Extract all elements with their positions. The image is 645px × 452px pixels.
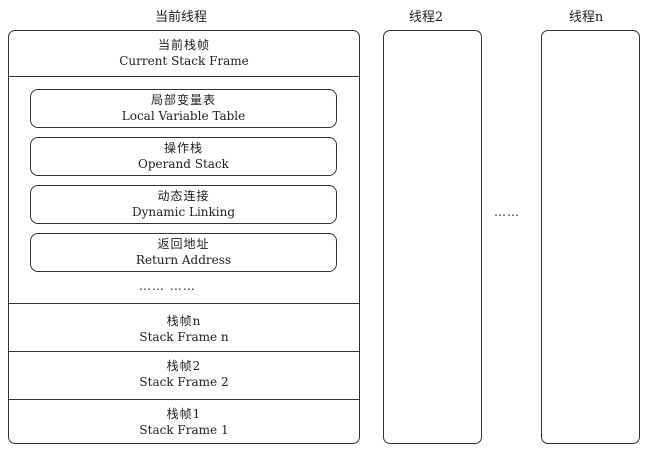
threadn-stack: [541, 30, 640, 444]
operand-stack-en: Operand Stack: [138, 157, 229, 171]
divider-frame-n: [9, 303, 359, 304]
stack-frame-n: 栈帧n Stack Frame n: [9, 313, 359, 345]
return-address-zh: 返回地址: [157, 237, 210, 251]
current-thread-title: 当前线程: [154, 10, 207, 25]
divider-frame-2: [9, 351, 359, 352]
current-thread-stack: 当前栈帧 Current Stack Frame 局部变量表 Local Var…: [8, 30, 360, 444]
local-variable-table-box: 局部变量表 Local Variable Table: [30, 89, 337, 128]
divider-current-frame: [9, 76, 359, 77]
operand-stack-box: 操作栈 Operand Stack: [30, 137, 337, 176]
stack-frame-1: 栈帧1 Stack Frame 1: [9, 406, 359, 438]
stack-frame-n-zh: 栈帧n: [166, 314, 202, 328]
current-frame-en: Current Stack Frame: [119, 54, 249, 68]
divider-frame-1: [9, 399, 359, 400]
thread2-title: 线程2: [408, 10, 444, 25]
stack-frame-n-en: Stack Frame n: [139, 330, 229, 344]
stack-frame-2-zh: 栈帧2: [166, 359, 202, 373]
stack-frame-2: 栈帧2 Stack Frame 2: [9, 358, 359, 390]
return-address-box: 返回地址 Return Address: [30, 233, 337, 272]
operand-stack-zh: 操作栈: [163, 141, 203, 155]
return-address-en: Return Address: [135, 253, 232, 267]
dynamic-linking-box: 动态连接 Dynamic Linking: [30, 185, 337, 224]
thread2-stack: [383, 30, 482, 444]
frame-parts-ellipsis: …… ……: [139, 279, 196, 293]
dynamic-linking-zh: 动态连接: [157, 189, 210, 203]
dynamic-linking-en: Dynamic Linking: [131, 205, 236, 219]
local-variable-table-zh: 局部变量表: [150, 93, 216, 107]
stack-frame-2-en: Stack Frame 2: [139, 375, 229, 389]
threads-ellipsis: ……: [494, 205, 520, 219]
threadn-title: 线程n: [568, 10, 604, 25]
current-stack-frame-header: 当前栈帧 Current Stack Frame: [9, 37, 359, 69]
local-variable-table-en: Local Variable Table: [121, 109, 246, 123]
stack-frame-1-en: Stack Frame 1: [139, 423, 229, 437]
current-frame-zh: 当前栈帧: [157, 38, 210, 52]
stack-frame-1-zh: 栈帧1: [166, 407, 202, 421]
